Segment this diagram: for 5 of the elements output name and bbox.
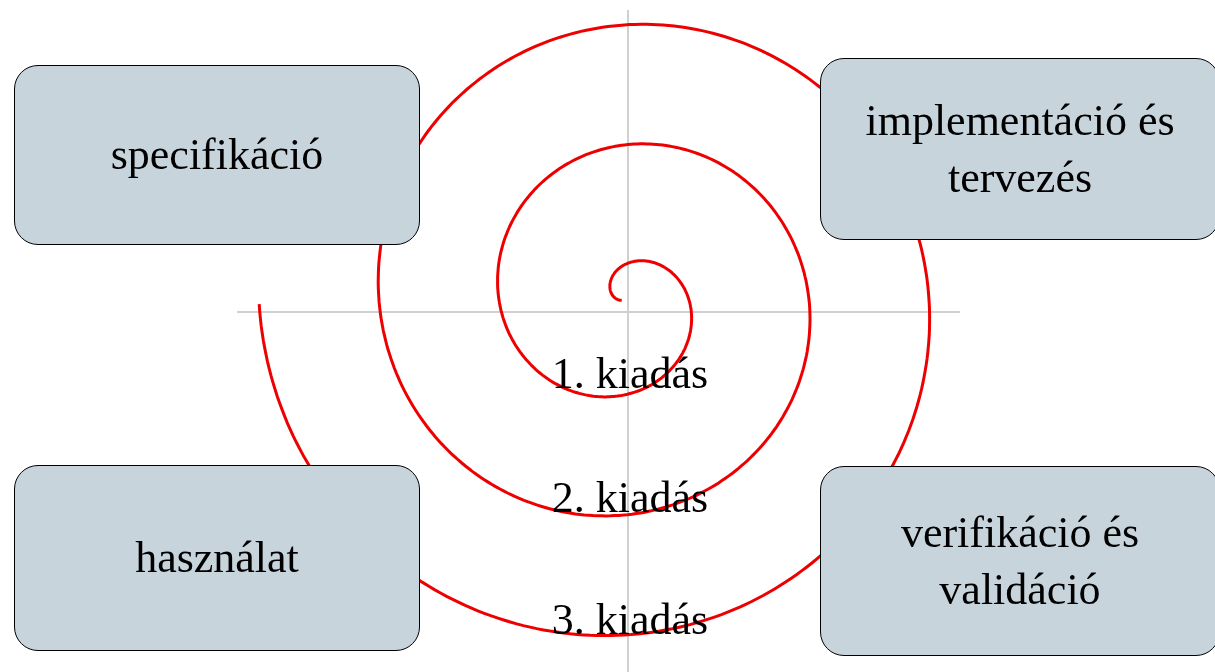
phase-box: implementáció és tervezés — [820, 58, 1215, 240]
release-label: 3. kiadás — [551, 594, 709, 645]
phase-box: használat — [14, 465, 420, 651]
phase-box: verifikáció és validáció — [820, 466, 1215, 656]
phase-box: specifikáció — [14, 65, 420, 245]
